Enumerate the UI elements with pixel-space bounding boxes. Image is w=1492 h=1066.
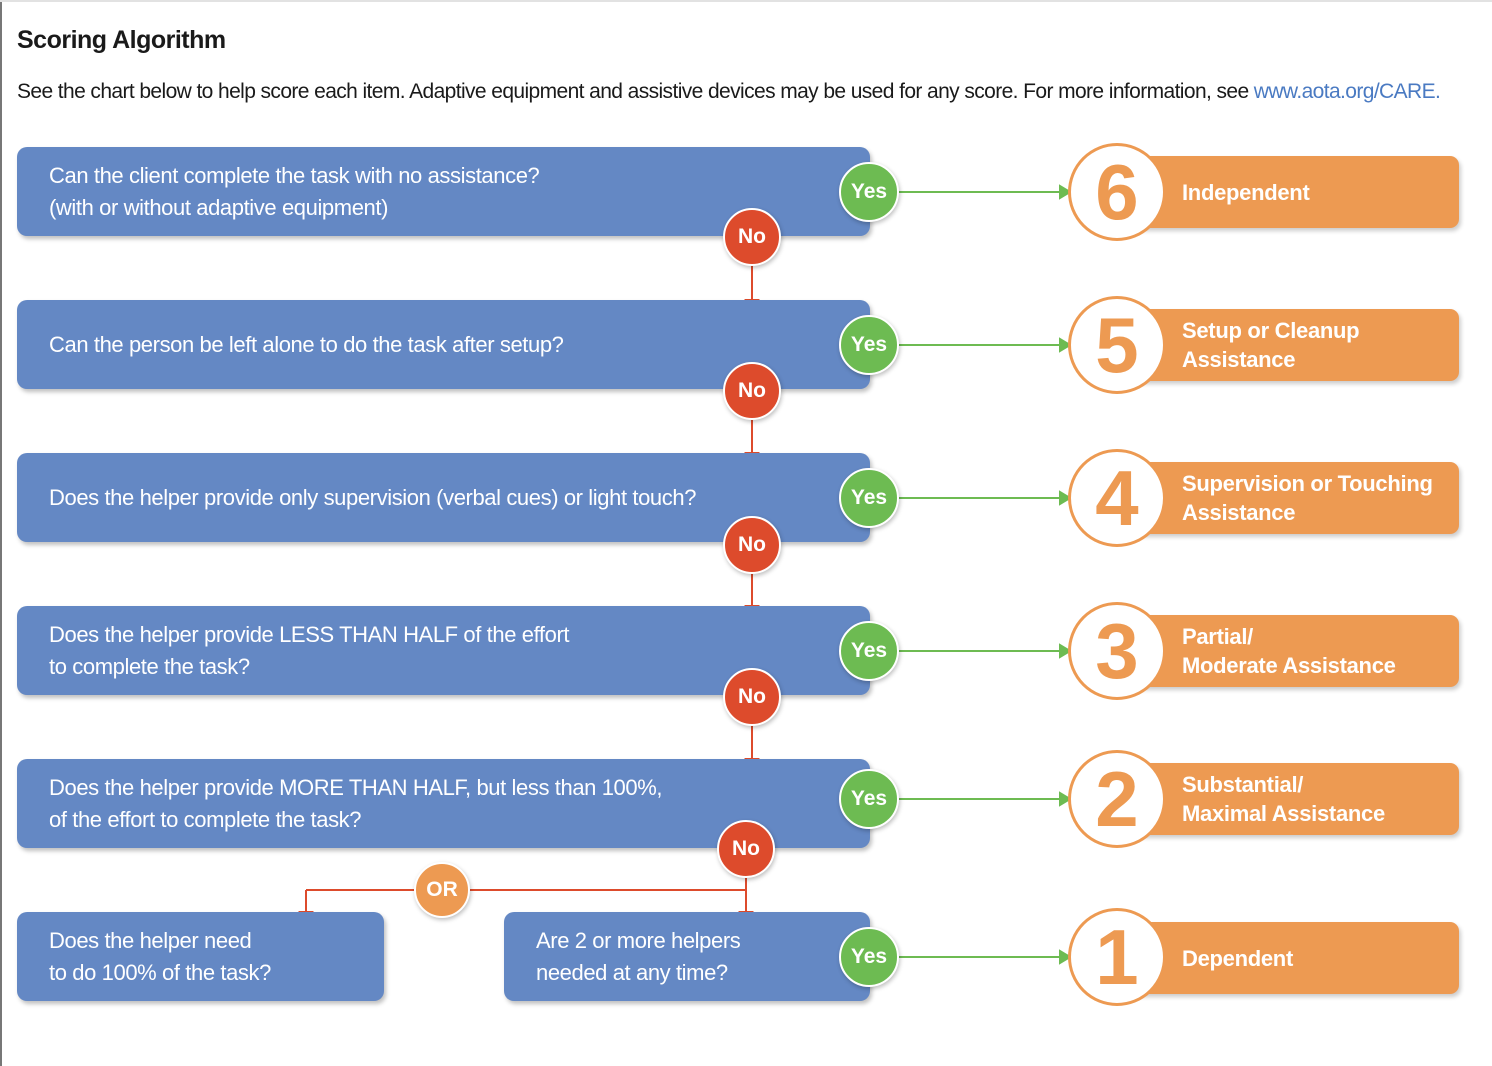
- score-label-6: Independent: [1182, 179, 1310, 205]
- no-badge-4: No: [723, 668, 781, 726]
- score-number-3: 3: [1068, 602, 1166, 700]
- yes-badge-4: Yes: [839, 621, 899, 681]
- page-left-border: [0, 0, 2, 1066]
- score-box-3: Partial/ Moderate Assistance: [1116, 615, 1459, 687]
- intro-sentence: See the chart below to help score each i…: [17, 80, 1254, 103]
- score-label-3: Partial/ Moderate Assistance: [1182, 624, 1396, 678]
- yes-badge-1: Yes: [839, 162, 899, 222]
- question-text-5: Does the helper provide MORE THAN HALF, …: [49, 774, 663, 832]
- question-text-1: Can the client complete the task with no…: [49, 162, 540, 220]
- question-text-6a: Does the helper need to do 100% of the t…: [49, 927, 271, 985]
- yes-arrow-3: [1059, 643, 1072, 659]
- yes-arrow-5: [1059, 337, 1072, 353]
- score-box-5: Setup or Cleanup Assistance: [1116, 309, 1459, 381]
- score-box-6: Independent: [1116, 156, 1459, 228]
- question-text-6b: Are 2 or more helpers needed at any time…: [536, 927, 741, 985]
- yes-arrow-6: [1059, 184, 1072, 200]
- score-box-1: Dependent: [1116, 922, 1459, 994]
- page-top-border: [0, 0, 1492, 2]
- score-number-4: 4: [1068, 449, 1166, 547]
- care-link[interactable]: www.aota.org/CARE.: [1253, 80, 1441, 103]
- score-number-1: 1: [1068, 908, 1166, 1006]
- question-text-4: Does the helper provide LESS THAN HALF o…: [49, 621, 570, 679]
- score-number-5: 5: [1068, 296, 1166, 394]
- score-label-5: Setup or Cleanup Assistance: [1182, 318, 1360, 372]
- no-badge-1: No: [723, 208, 781, 266]
- question-box-6a: Does the helper need to do 100% of the t…: [17, 912, 384, 1001]
- yes-arrow-4: [1059, 490, 1072, 506]
- yes-arrow-1: [1059, 949, 1072, 965]
- score-label-4: Supervision or Touching Assistance: [1182, 471, 1433, 525]
- page-title: Scoring Algorithm: [17, 26, 226, 54]
- score-number-2: 2: [1068, 750, 1166, 848]
- score-box-4: Supervision or Touching Assistance: [1116, 462, 1459, 534]
- score-number-6: 6: [1068, 143, 1166, 241]
- intro-text: See the chart below to help score each i…: [17, 80, 1441, 104]
- yes-badge-5: Yes: [839, 769, 899, 829]
- yes-arrow-2: [1059, 791, 1072, 807]
- no-badge-3: No: [723, 516, 781, 574]
- question-box-6b: Are 2 or more helpers needed at any time…: [504, 912, 870, 1001]
- score-label-1: Dependent: [1182, 945, 1293, 971]
- yes-connectors: [899, 184, 1072, 965]
- question-text-2: Can the person be left alone to do the t…: [49, 331, 564, 357]
- no-badge-5: No: [717, 820, 775, 878]
- yes-badge-6: Yes: [839, 927, 899, 987]
- score-label-2: Substantial/ Maximal Assistance: [1182, 772, 1385, 826]
- no-badge-2: No: [723, 362, 781, 420]
- question-text-3: Does the helper provide only supervision…: [49, 484, 697, 510]
- yes-badge-2: Yes: [839, 315, 899, 375]
- yes-badge-3: Yes: [839, 468, 899, 528]
- score-box-2: Substantial/ Maximal Assistance: [1116, 763, 1459, 835]
- question-box-2: Can the person be left alone to do the t…: [17, 300, 870, 389]
- or-badge: OR: [414, 862, 470, 918]
